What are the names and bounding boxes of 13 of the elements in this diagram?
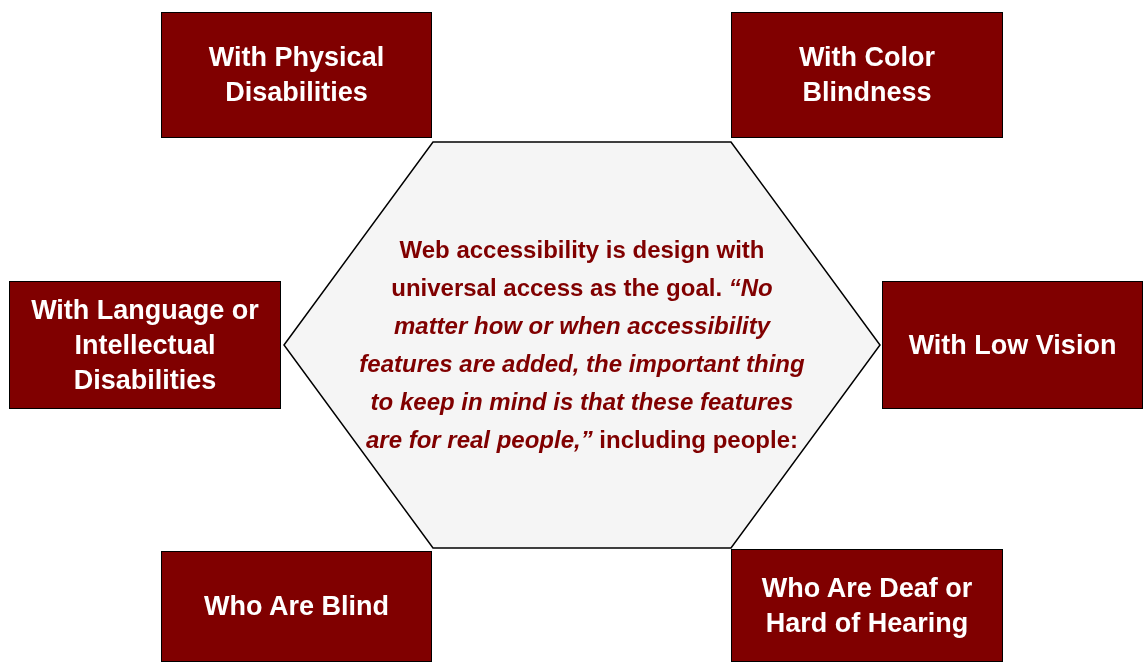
category-box xyxy=(9,281,281,409)
category-label: With Low Vision xyxy=(908,328,1117,362)
category-box xyxy=(731,549,1003,662)
category-label: Who Are Blind xyxy=(204,590,389,623)
category-label: Who Are Deaf or Hard of Hearing xyxy=(760,571,974,640)
category-box xyxy=(161,12,432,138)
category-box xyxy=(882,281,1143,409)
hexagon-text: Web accessibility is design with universal access as the goal. “No matter how or when accessibility features are added, the important thing to keep in mind is that these features are for real people,” including people: xyxy=(358,235,806,455)
category-box xyxy=(731,12,1003,138)
category-label: With Language or Intellectual Disabilities xyxy=(30,293,260,397)
category-box xyxy=(161,551,432,662)
category-label: With Color Blindness xyxy=(797,41,937,109)
category-label: With Physical Disabilities xyxy=(207,41,386,109)
